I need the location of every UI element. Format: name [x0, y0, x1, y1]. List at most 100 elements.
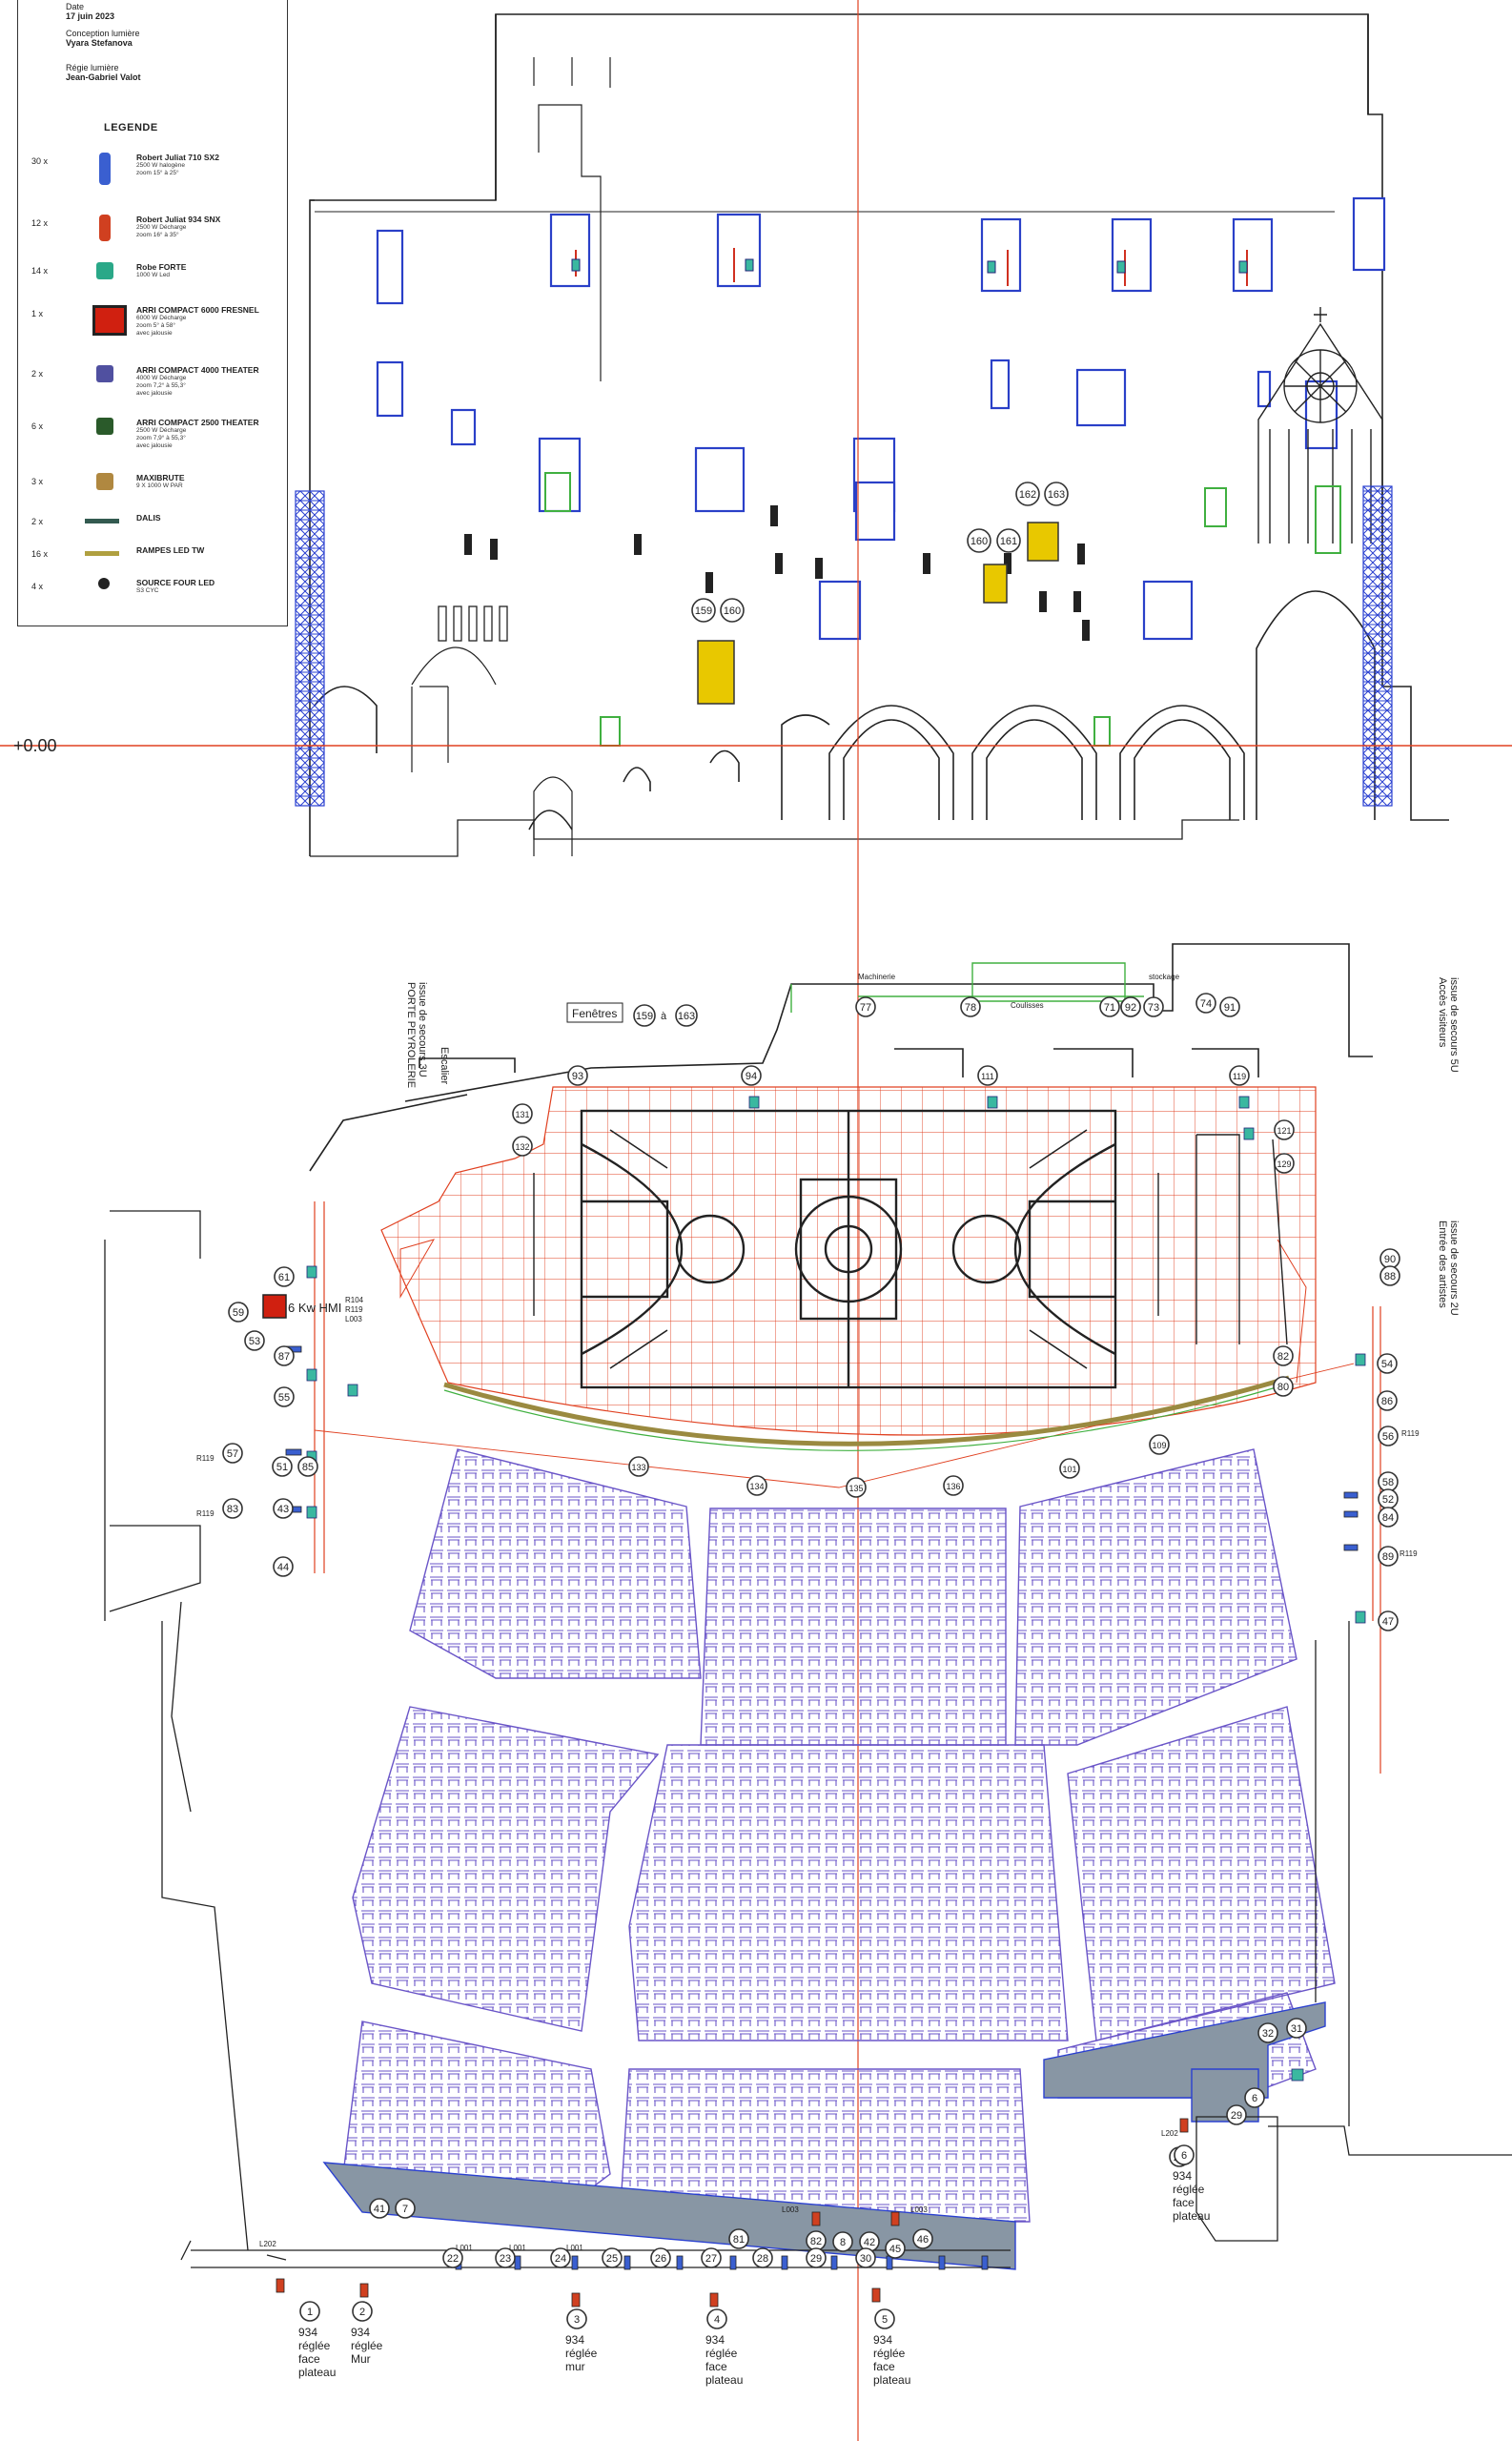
fixture-number: 87	[278, 1351, 290, 1363]
legend-qty: 12 x	[31, 218, 49, 228]
fixture-number: 47	[1382, 1616, 1394, 1628]
filter-label: L003	[782, 2205, 799, 2214]
legend-detail: zoom 7,2° à 55,3°	[136, 382, 186, 389]
fixture-number-badge	[1273, 1376, 1294, 1397]
fixture-number: 73	[1148, 1002, 1159, 1014]
fixture-number: 44	[277, 1562, 289, 1573]
filter-label: L202	[259, 2240, 276, 2248]
fixture-number-badge	[274, 1386, 295, 1407]
fixture-number-badge	[1099, 996, 1120, 1017]
fixture-number-badge	[273, 1498, 294, 1519]
fixture-number-badge	[272, 1456, 293, 1477]
fixture-number-badge	[1226, 2104, 1247, 2125]
note-line: 934	[351, 2326, 370, 2339]
window-from: 159	[636, 1011, 653, 1022]
fixture-number-badge	[495, 2247, 516, 2268]
fixture-number-badge	[1378, 1426, 1399, 1446]
profile-spot-icon	[99, 153, 111, 185]
profile-spot-icon	[99, 215, 111, 241]
fixture-number: 78	[965, 1002, 976, 1014]
led-rampe-line	[443, 1383, 1290, 1451]
windows-reference: Fenêtres 159 à 163	[566, 1002, 698, 1027]
fixture-number: 93	[572, 1071, 583, 1082]
note-line: 934	[1173, 2169, 1192, 2183]
fixture-number-badge	[228, 1302, 249, 1323]
filter-label: L001	[456, 2244, 473, 2252]
fixture-number-badge	[1229, 1065, 1250, 1086]
legend-qty: 16 x	[31, 549, 49, 559]
legend-detail: 1000 W Led	[136, 272, 171, 278]
fixture-number: 82	[1277, 1351, 1289, 1363]
fixture-number: 26	[655, 2253, 666, 2265]
fixture-number-badge	[1244, 2087, 1265, 2108]
window-number: 160	[724, 605, 741, 617]
fixture-number: 133	[631, 1463, 645, 1472]
legend-name: ARRI COMPACT 6000 FRESNEL	[136, 305, 259, 315]
fixture-number: 43	[277, 1504, 289, 1515]
fixture-number: 55	[278, 1392, 290, 1404]
door-labels: PORTE PEYROLERIE issue de secours 3U Esc…	[405, 977, 1460, 1316]
led-strip-icon	[85, 551, 119, 556]
artists-exit-label: issue de secours 2U	[1448, 1220, 1460, 1316]
number-badge	[633, 1004, 656, 1027]
fixture-number-badge	[650, 2247, 671, 2268]
front-of-house-notes: 1934régléefaceplateau2934régléeMur3934ré…	[298, 2144, 1210, 2387]
fixture-number-badge	[855, 996, 876, 1017]
legend-name: Robert Juliat 710 SX2	[136, 153, 219, 162]
fixture-number-badge	[728, 2228, 749, 2249]
fixture-number: 45	[889, 2244, 901, 2255]
fixture-number: 132	[515, 1142, 529, 1152]
note-number-badge	[706, 2308, 727, 2329]
legend-name: Robe FORTE	[136, 262, 187, 272]
level-label: +0.00	[13, 736, 57, 755]
stair-label: Escalier	[439, 1047, 450, 1084]
filter-label: R104	[345, 1296, 364, 1304]
fixture-number: 90	[1384, 1254, 1396, 1265]
note-line: face	[705, 2360, 727, 2373]
fixture-number: 24	[555, 2253, 566, 2265]
note-line: Mur	[351, 2352, 371, 2366]
window-number: 163	[1048, 489, 1065, 501]
note-line: réglée	[351, 2339, 383, 2352]
fixture-number: 29	[810, 2253, 822, 2265]
note-number: 1	[307, 2307, 313, 2318]
note-number: 3	[574, 2314, 580, 2326]
number-badge	[691, 598, 716, 623]
legend-detail: 2500 W halogène	[136, 162, 185, 169]
note-line: 934	[705, 2333, 725, 2347]
fixture-number: 81	[733, 2234, 745, 2246]
note-line: face	[873, 2360, 895, 2373]
number-badge	[967, 528, 991, 553]
bleachers-outline	[533, 1134, 1288, 1345]
fixture-number: 23	[500, 2253, 511, 2265]
legend-name: DALIS	[136, 513, 161, 523]
fixture-number-badge	[752, 2247, 773, 2268]
wings-label: Coulisses	[1011, 1001, 1044, 1010]
fixture-number-badge	[550, 2247, 571, 2268]
fixture-number: 29	[1231, 2110, 1242, 2122]
window-to: 163	[678, 1011, 695, 1022]
fixture-number-badge	[1195, 993, 1216, 1014]
window-number: 162	[1019, 489, 1036, 501]
fixture-number-badge	[273, 1556, 294, 1577]
note-line: réglée	[873, 2347, 906, 2360]
fixture-number: 30	[860, 2253, 871, 2265]
fixture-number: 51	[276, 1462, 288, 1473]
fixture-number-badge	[832, 2231, 853, 2252]
fixture-number: 41	[374, 2204, 385, 2215]
fixture-number: 119	[1233, 1072, 1246, 1081]
fixture-number-badge	[1059, 1458, 1080, 1479]
fixture-number-badge	[746, 1475, 767, 1496]
fixture-number-badge	[1120, 996, 1141, 1017]
audience-seating	[342, 1448, 1336, 2223]
fixture-number-badge	[1274, 1119, 1295, 1140]
fixture-number: 27	[705, 2253, 717, 2265]
fixture-number-badge	[1286, 2018, 1307, 2039]
fixture-number: 53	[249, 1336, 260, 1347]
operator-name: Jean-Gabriel Valot	[66, 72, 141, 82]
